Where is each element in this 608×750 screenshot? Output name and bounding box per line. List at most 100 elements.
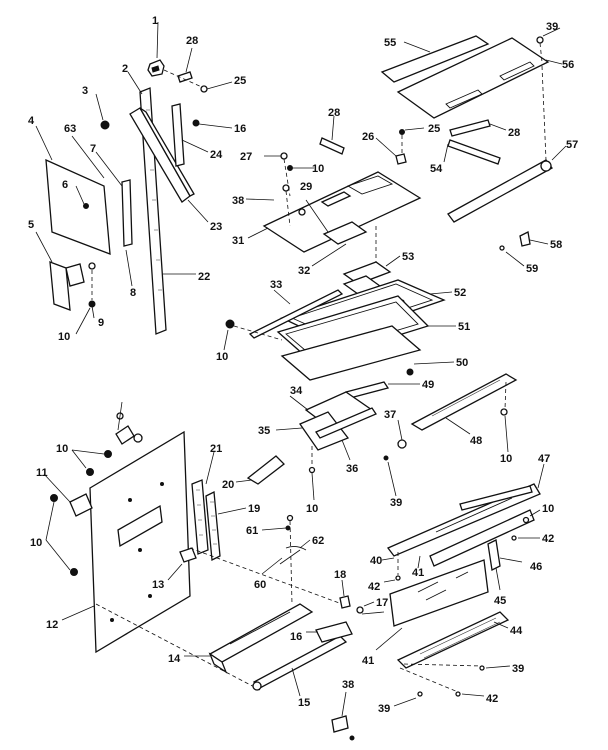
callout-3: 3 — [82, 85, 88, 97]
callout-10-d: 10 — [30, 537, 42, 549]
part-bracket-54 — [443, 139, 501, 165]
callout-25: 25 — [234, 75, 246, 87]
part-bracket-20 — [235, 455, 285, 485]
callout-31: 31 — [232, 235, 244, 247]
part-rod-33 — [248, 289, 344, 339]
callout-28-c: 28 — [508, 127, 520, 139]
callout-35: 35 — [258, 425, 270, 437]
callout-4: 4 — [28, 115, 35, 127]
callout-10-h: 10 — [312, 163, 324, 175]
callout-42-c: 42 — [486, 693, 498, 705]
part-glass-panel-43 — [375, 559, 489, 651]
callout-44: 44 — [510, 625, 523, 637]
part-bottom-rail — [184, 603, 314, 674]
part-hinge-49 — [344, 381, 420, 399]
part-rail-48 — [410, 373, 518, 453]
callout-9: 9 — [98, 317, 104, 329]
part-side-panel — [35, 125, 111, 255]
callout-34: 34 — [290, 385, 303, 397]
part-door-frame-34-36 — [275, 391, 377, 501]
callout-8: 8 — [130, 287, 136, 299]
part-block-13 — [167, 547, 197, 581]
callout-29: 29 — [300, 181, 312, 193]
part-guides-dashed — [95, 547, 343, 691]
part-side-strip — [171, 103, 233, 167]
part-screw-3 — [95, 93, 110, 130]
callout-50: 50 — [456, 357, 468, 369]
callout-39-d: 39 — [378, 703, 390, 715]
callout-52: 52 — [454, 287, 466, 299]
callout-28: 28 — [186, 35, 198, 47]
callout-1: 1 — [152, 15, 158, 27]
callout-61: 61 — [246, 525, 258, 537]
callout-40: 40 — [370, 555, 382, 567]
part-60-61-62 — [261, 514, 311, 605]
callout-2: 2 — [122, 63, 128, 75]
callout-48: 48 — [470, 435, 482, 447]
part-top-panel-55 — [380, 35, 490, 83]
part-rear-panel — [61, 401, 191, 654]
callout-41: 41 — [412, 567, 424, 579]
part-screws-10-left — [45, 449, 112, 576]
callout-15: 15 — [298, 697, 310, 709]
callout-13: 13 — [152, 579, 164, 591]
part-clip-top — [163, 47, 233, 93]
callout-42: 42 — [542, 533, 554, 545]
part-glass-53 — [342, 255, 401, 295]
callout-26: 26 — [362, 131, 374, 143]
callout-55: 55 — [384, 37, 396, 49]
callout-5: 5 — [28, 219, 34, 231]
part-hinge-45-46 — [487, 539, 523, 591]
callout-63: 63 — [64, 123, 76, 135]
callout-43: 41 — [362, 655, 374, 667]
callout-39: 39 — [546, 21, 558, 33]
callout-37: 37 — [384, 409, 396, 421]
part-17-18 — [339, 579, 385, 615]
part-long-strip — [127, 71, 196, 335]
part-panel-strip — [71, 135, 133, 287]
callout-56: 56 — [562, 59, 574, 71]
callout-11: 11 — [36, 467, 48, 479]
callout-20: 20 — [222, 479, 234, 491]
part-clip-11 — [43, 473, 93, 517]
callout-18: 18 — [334, 569, 346, 581]
part-oven-top-plate — [245, 115, 422, 267]
callout-51: 51 — [458, 321, 470, 333]
part-strip-19 — [205, 490, 247, 562]
callout-10-g: 10 — [542, 503, 554, 515]
part-screws-42-10-right — [383, 509, 541, 583]
part-39-42-bottom — [393, 663, 511, 707]
callout-12: 12 — [46, 619, 58, 631]
part-handle-rod — [252, 621, 353, 697]
callout-33: 33 — [270, 279, 282, 291]
part-small-parts-26-25 — [375, 127, 425, 165]
part-37-39 — [383, 419, 407, 497]
callout-labels: 1 2 3 4 5 6 7 8 9 10 10 10 10 10 10 10 1… — [28, 15, 578, 715]
callout-23: 23 — [210, 221, 222, 233]
callout-22: 22 — [198, 271, 210, 283]
part-rod-57 — [447, 65, 567, 223]
callout-19: 19 — [248, 503, 260, 515]
part-bracket-28-right — [449, 119, 507, 137]
part-diagonal-bracket — [129, 107, 209, 223]
part-clip-58-59 — [499, 231, 549, 267]
callout-46: 46 — [530, 561, 542, 573]
callout-32: 32 — [298, 265, 310, 277]
part-strip-21 — [191, 451, 215, 555]
callout-38: 38 — [232, 195, 244, 207]
callout-42-b: 42 — [368, 581, 380, 593]
callout-47: 47 — [538, 453, 550, 465]
callout-7: 7 — [90, 143, 96, 155]
callout-10-c: 10 — [56, 443, 68, 455]
callout-49: 49 — [422, 379, 434, 391]
part-top-panel-56 — [396, 27, 563, 119]
callout-38-b: 38 — [342, 679, 354, 691]
callout-57: 57 — [566, 139, 578, 151]
callout-62: 62 — [312, 535, 324, 547]
part-bottom-bracket — [35, 231, 96, 335]
callout-54: 54 — [430, 163, 443, 175]
callout-16-b: 16 — [234, 123, 246, 135]
callout-39-c: 39 — [512, 663, 524, 675]
callout-10-b: 10 — [216, 351, 228, 363]
